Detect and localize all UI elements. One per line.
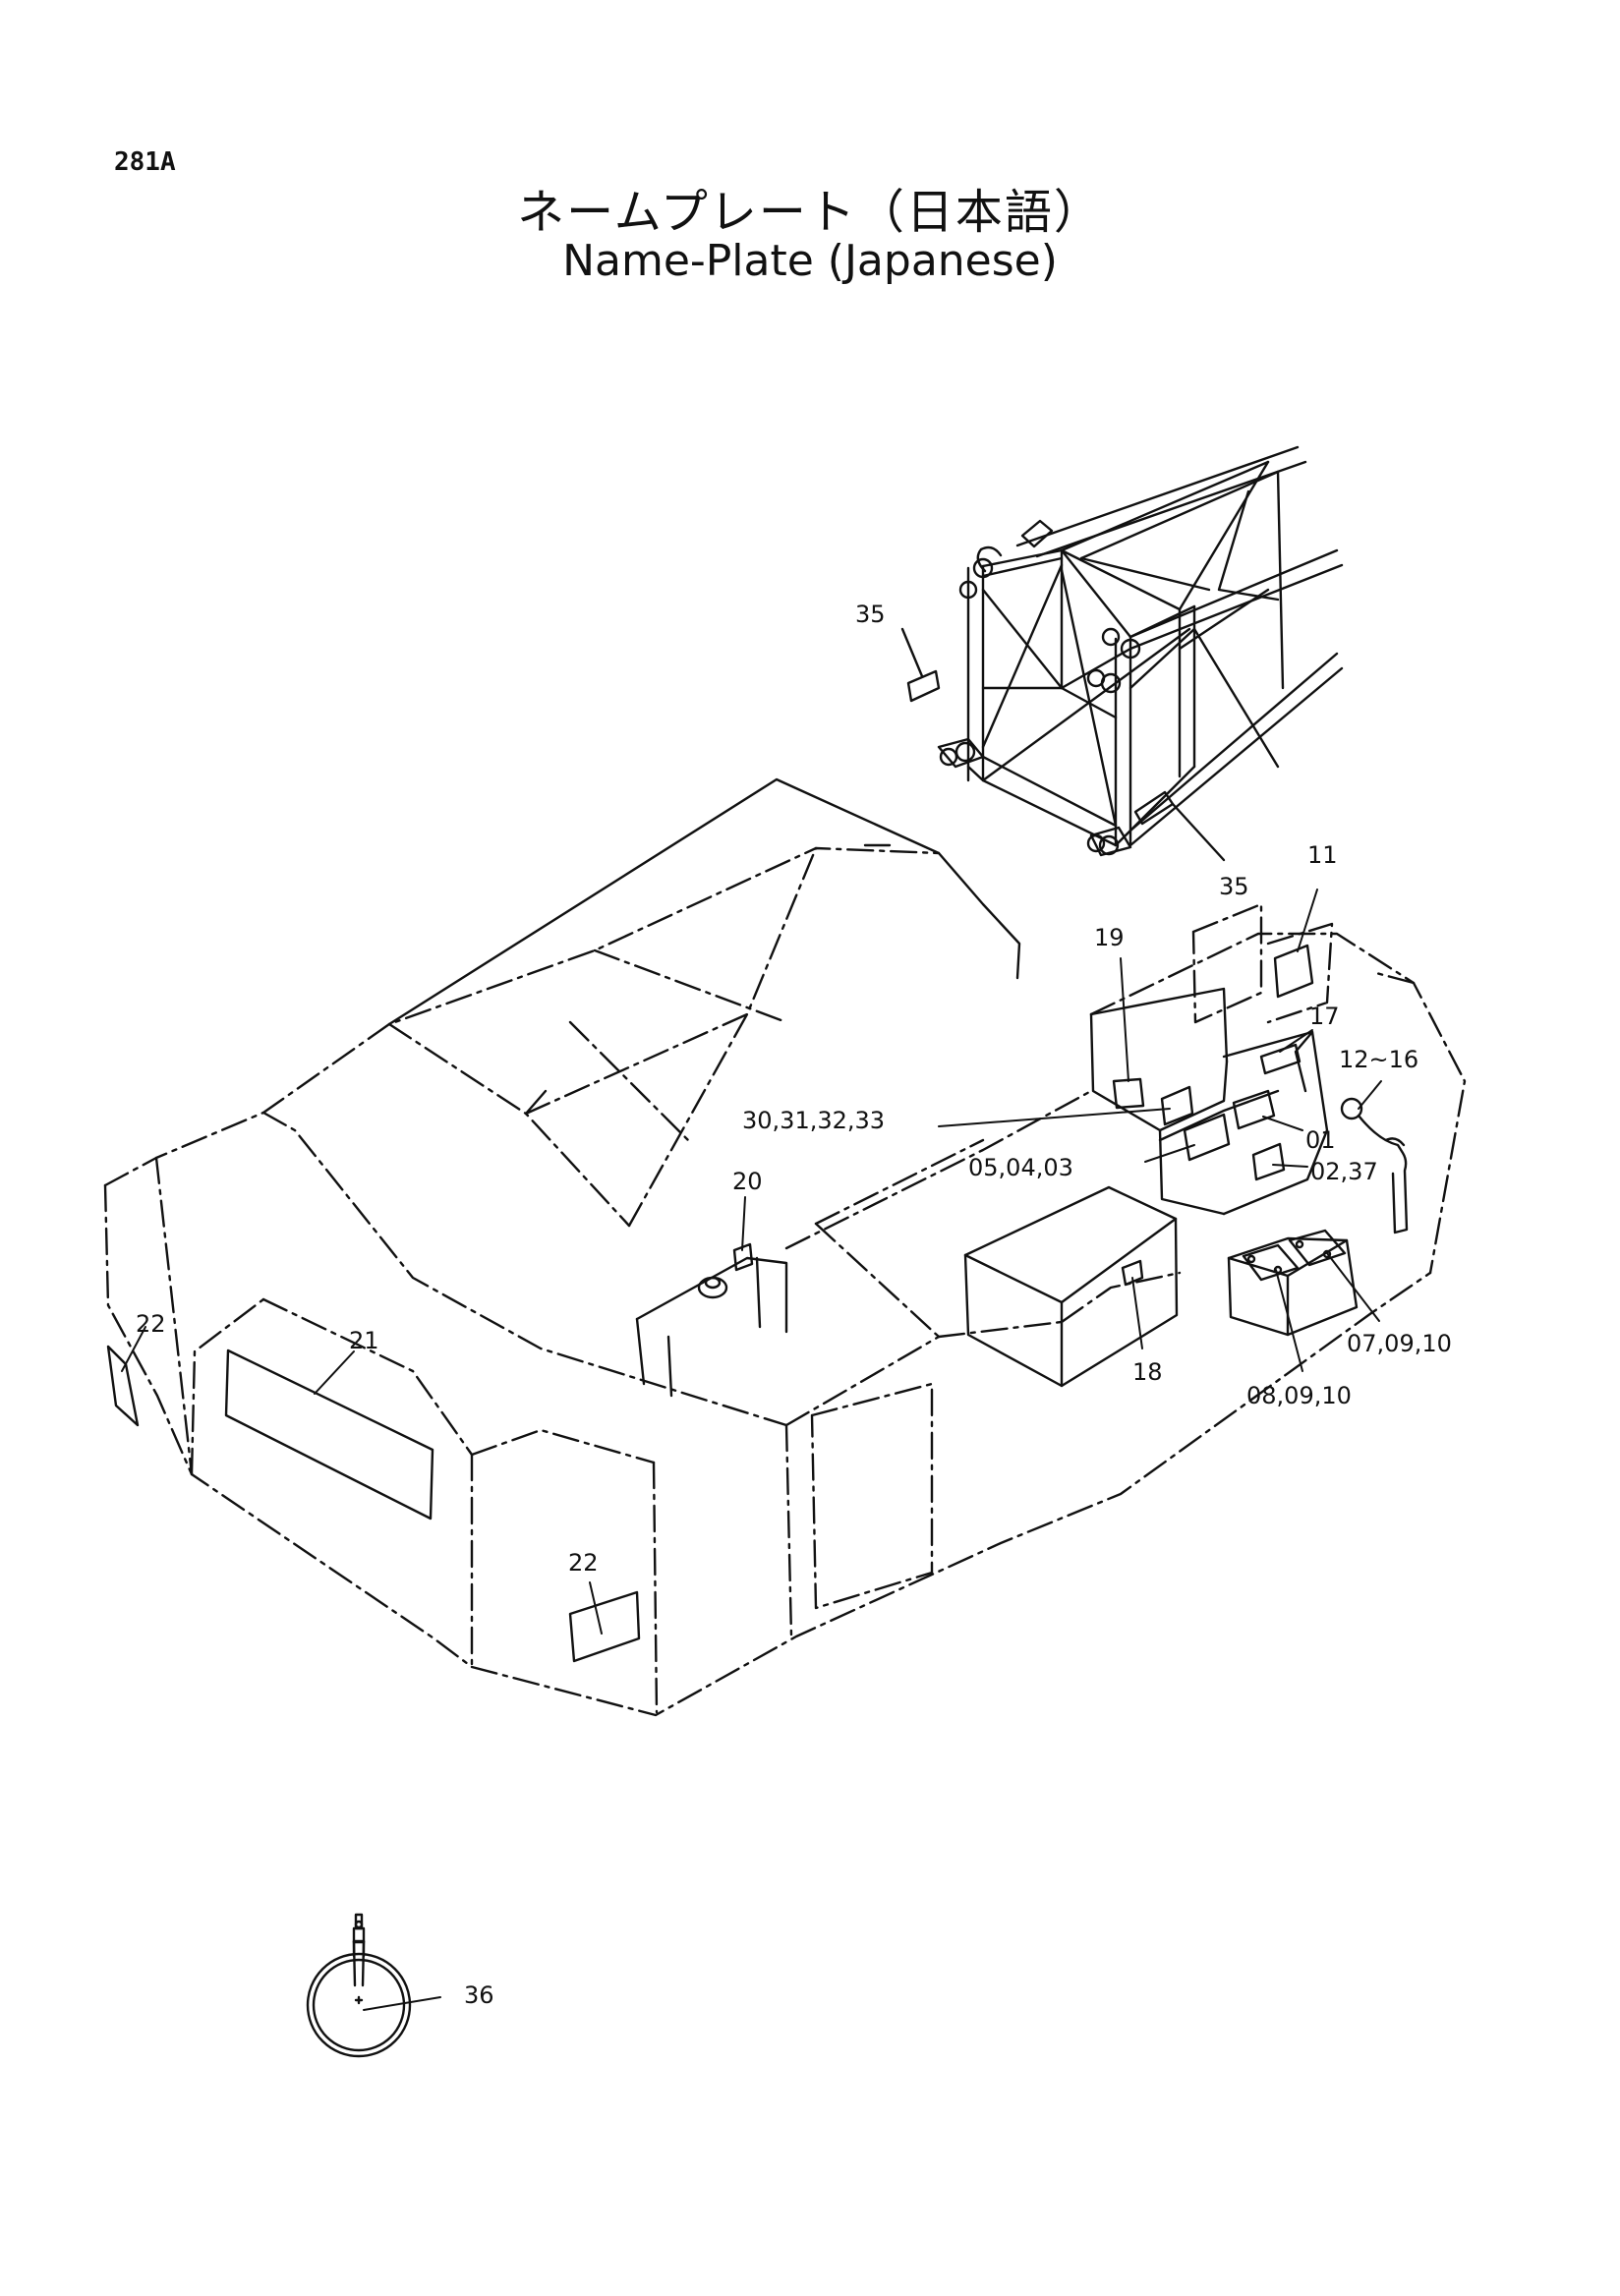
callout-19: 19 (1094, 924, 1125, 951)
callout-02-37: 02,37 (1310, 1158, 1378, 1185)
callout-17: 17 (1309, 1003, 1340, 1030)
callout-35-loose: 35 (855, 601, 886, 628)
callout-22-front: 22 (568, 1549, 599, 1577)
callout-08-09-10: 08,09,10 (1246, 1382, 1352, 1409)
callout-30-33: 30,31,32,33 (742, 1107, 885, 1134)
page-code: 281A (114, 147, 176, 177)
callout-01: 01 (1305, 1126, 1336, 1154)
callout-12-16: 12~16 (1339, 1046, 1418, 1073)
machine-housing (103, 846, 1467, 1717)
callout-11: 11 (1307, 841, 1338, 869)
callout-labels: 35 35 11 19 17 12~16 30,31,32,33 01 05,0… (136, 601, 1452, 2009)
callout-05-03: 05,04,03 (968, 1154, 1073, 1181)
boom-lattice-section (900, 445, 1344, 862)
callout-36: 36 (464, 1981, 494, 2009)
callout-18: 18 (1132, 1358, 1163, 1386)
callout-20: 20 (732, 1168, 763, 1195)
housing-solid-lines (106, 777, 1409, 2058)
callout-21: 21 (349, 1327, 379, 1354)
callout-22-end: 22 (136, 1310, 166, 1338)
title-japanese: ネームプレート（日本語） (517, 185, 1103, 240)
callout-35-boom: 35 (1219, 873, 1249, 900)
leader-lines (121, 889, 1382, 2011)
title-english: Name-Plate (Japanese) (562, 236, 1058, 286)
callout-07-09-10: 07,09,10 (1347, 1330, 1452, 1357)
